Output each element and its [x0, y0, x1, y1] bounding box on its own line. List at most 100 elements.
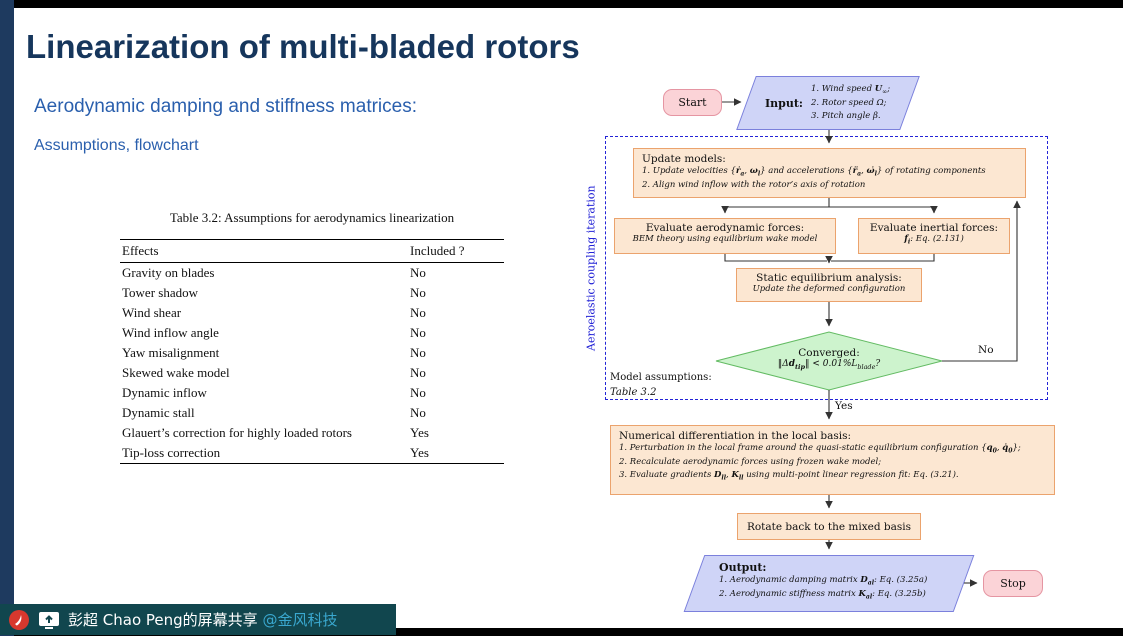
- slide-section-label: Assumptions, flowchart: [34, 137, 199, 154]
- text-run: };: [1012, 443, 1021, 453]
- table-row: Gravity on blades No: [120, 263, 504, 284]
- text-run: 1. Perturbation in the local frame aroun…: [619, 443, 987, 453]
- table-cell: No: [410, 405, 426, 420]
- text-run: Update the deformed configuration: [752, 284, 906, 294]
- aero-forces-subtitle: BEM theory using equilibrium wake model: [615, 234, 835, 244]
- loop-axis-label: Aeroelastic coupling iteration: [584, 185, 598, 351]
- input-items: 1. Wind speed U∞;2. Rotor speed Ω;3. Pit…: [811, 83, 890, 122]
- list-line: 2. Aerodynamic stiffness matrix Kal: Eq.…: [719, 588, 953, 602]
- slide-subtitle: Aerodynamic damping and stiffness matric…: [34, 96, 417, 117]
- text-run: q: [986, 443, 993, 453]
- list-line: 1. Perturbation in the local frame aroun…: [619, 442, 1046, 456]
- table-cell: Wind shear: [122, 305, 182, 320]
- table-row: Skewed wake model No: [120, 363, 504, 383]
- output-content: Output: 1. Aerodynamic damping matrix Da…: [695, 556, 963, 611]
- subscript: i: [907, 238, 911, 246]
- table-cell: No: [410, 385, 426, 400]
- list-line: 1. Wind speed U∞;: [811, 83, 890, 97]
- text-run: : Eq. (2.131): [910, 234, 964, 244]
- table-cell: Skewed wake model: [122, 365, 230, 380]
- text-run: 2. Align wind inflow with the rotor’s ax…: [642, 179, 866, 190]
- table-row: Glauert’s correction for highly loaded r…: [120, 423, 504, 443]
- table-cell: No: [410, 265, 426, 280]
- static-equilibrium-title: Static equilibrium analysis:: [756, 272, 902, 284]
- text-run: r̈: [852, 166, 858, 176]
- subscript: a: [857, 170, 862, 178]
- table-row: Dynamic inflow No: [120, 383, 504, 403]
- converged-condition: ‖Δdtip‖ < 0.01%Lblade?: [734, 359, 924, 371]
- table-cell: Tip-loss correction: [120, 443, 408, 464]
- list-line: 1. Update velocities {ṙa, ωl} and accele…: [642, 165, 1017, 179]
- table-cell: No: [410, 325, 426, 340]
- rotate-back-label: Rotate back to the mixed basis: [746, 520, 912, 533]
- app-logo-icon: [9, 609, 29, 630]
- text-run: 3. Pitch angle β.: [810, 110, 881, 121]
- table-cell: Glauert’s correction for highly loaded r…: [122, 425, 352, 440]
- table-cell: No: [410, 305, 426, 320]
- table-cell: Wind inflow angle: [122, 325, 219, 340]
- text-run: 2. Aerodynamic stiffness matrix: [719, 588, 859, 599]
- yes-branch-label: Yes: [835, 400, 853, 412]
- input-parallelogram: Input: 1. Wind speed U∞;2. Rotor speed Ω…: [736, 76, 920, 130]
- text-run: 1. Wind speed: [810, 84, 875, 95]
- table-cell: Yes: [408, 443, 504, 464]
- table-header-effects: Effects: [120, 239, 408, 263]
- text-run: 2. Recalculate aerodynamic forces using …: [619, 456, 882, 467]
- model-assumptions-note: Model assumptions: Table 3.2: [610, 371, 712, 400]
- list-line: 2. Rotor speed Ω;: [811, 97, 890, 110]
- text-run: ,: [996, 443, 1003, 453]
- table-row: Wind inflow angle No: [120, 323, 504, 343]
- numerical-differentiation-box: Numerical differentiation in the local b…: [610, 425, 1055, 495]
- text-run: : Eq. (3.25a): [874, 575, 928, 585]
- text-run: ṙ: [735, 166, 741, 176]
- text-run: ,: [861, 166, 867, 176]
- table-header-included: Included ?: [408, 239, 504, 263]
- table-cell: Dynamic inflow: [122, 385, 207, 400]
- share-text-main: 彭超 Chao Peng的屏幕共享: [68, 611, 263, 629]
- table-row: Wind shear No: [120, 303, 504, 323]
- text-run: ‖Δ: [777, 359, 789, 369]
- page-title: Linearization of multi-bladed rotors: [26, 28, 580, 65]
- update-models-title: Update models:: [642, 153, 726, 165]
- table-cell: No: [410, 285, 426, 300]
- text-run: 2. Rotor speed Ω;: [810, 98, 887, 109]
- text-run: q̇: [1002, 443, 1009, 453]
- converged-title: Converged:: [798, 347, 860, 359]
- subscript: tip: [795, 362, 806, 371]
- start-node: Start: [663, 89, 722, 116]
- no-branch-label: No: [978, 344, 994, 356]
- share-text: 彭超 Chao Peng的屏幕共享 @金风科技: [68, 609, 337, 630]
- text-run: f: [904, 234, 908, 244]
- text-run: ω̇: [866, 166, 875, 176]
- output-items: 1. Aerodynamic damping matrix Dal: Eq. (…: [719, 574, 953, 602]
- text-run: } of rotating components: [876, 166, 986, 176]
- text-run: 3. Evaluate gradients: [619, 469, 715, 480]
- text-run: K: [731, 469, 739, 480]
- table-cell: Gravity on blades: [122, 265, 215, 280]
- output-title: Output:: [719, 561, 767, 574]
- subscript: 0: [1008, 447, 1013, 455]
- model-assumptions-line: Model assumptions:: [610, 372, 712, 383]
- list-line: 2. Align wind inflow with the rotor’s ax…: [642, 179, 1017, 192]
- flowchart: Aeroelastic coupling iteration Start Inp…: [14, 8, 1123, 628]
- subscript: 0: [992, 447, 997, 455]
- text-run: 1. Aerodynamic damping matrix: [719, 575, 861, 585]
- converged-decision-text: Converged: ‖Δdtip‖ < 0.01%Lblade?: [734, 347, 924, 371]
- text-run: : Eq. (3.25b): [872, 588, 926, 599]
- assumptions-table: Table 3.2: Assumptions for aerodynamics …: [120, 210, 504, 464]
- aero-forces-title: Evaluate aerodynamic forces:: [645, 222, 805, 234]
- inertial-forces-box: Evaluate inertial forces: fi: Eq. (2.131…: [858, 218, 1010, 254]
- input-content: Input: 1. Wind speed U∞;2. Rotor speed Ω…: [747, 77, 909, 129]
- text-run: ‖ < 0.01%: [805, 359, 852, 369]
- subscript: l: [874, 170, 877, 178]
- model-assumptions-ref: Table 3.2: [610, 386, 657, 398]
- table-cell: No: [410, 365, 426, 380]
- text-run: ,: [744, 166, 750, 176]
- text-run: ?: [875, 359, 881, 369]
- numerical-differentiation-items: 1. Perturbation in the local frame aroun…: [619, 442, 1046, 483]
